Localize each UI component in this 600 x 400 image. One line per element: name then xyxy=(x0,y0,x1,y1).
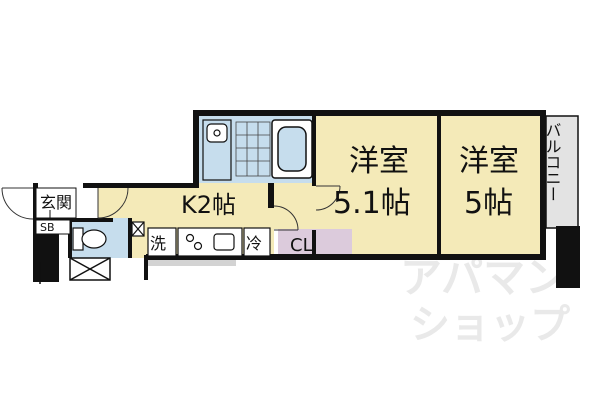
shoe-box xyxy=(35,219,71,235)
stair-structure xyxy=(39,257,111,284)
watermark-line2: ショップ xyxy=(410,302,570,348)
washer-label: 洗 xyxy=(150,234,166,253)
toilet-fixture xyxy=(72,227,107,251)
balcony-label: バルコニー xyxy=(543,122,562,202)
closet-label: CL xyxy=(290,235,313,256)
watermark-line1: アパマン xyxy=(400,253,567,302)
hall-floor xyxy=(274,183,315,229)
bathtub xyxy=(271,119,313,179)
watermark: アパマン ショップ xyxy=(400,253,570,348)
meter-box xyxy=(131,221,145,237)
sliding-doors xyxy=(438,120,543,250)
western-room-1-label: 洋室 xyxy=(349,144,409,179)
room-labels: 洋室 5.1帖 洋室 5帖 K2帖 玄関 SB CL 洗 冷 バルコニー xyxy=(40,122,562,256)
exterior-gray xyxy=(146,258,236,266)
fridge-label: 冷 xyxy=(246,234,262,253)
kitchen-label: K2帖 xyxy=(181,191,236,219)
entrance-label: 玄関 xyxy=(40,193,72,212)
kitchen-counter xyxy=(147,227,271,257)
washbasin xyxy=(202,119,232,181)
western-room-2-floor xyxy=(440,116,544,258)
western-room-2-size: 5帖 xyxy=(464,186,513,221)
entrance-box xyxy=(35,187,77,219)
western-room-1-size: 5.1帖 xyxy=(333,186,411,221)
western-room-2-label: 洋室 xyxy=(459,144,519,179)
door-swings xyxy=(1,185,341,231)
shower-floor-grid xyxy=(235,121,271,177)
balcony-area xyxy=(544,116,578,228)
shoe-box-label: SB xyxy=(40,221,55,234)
balcony-frame xyxy=(545,115,579,229)
